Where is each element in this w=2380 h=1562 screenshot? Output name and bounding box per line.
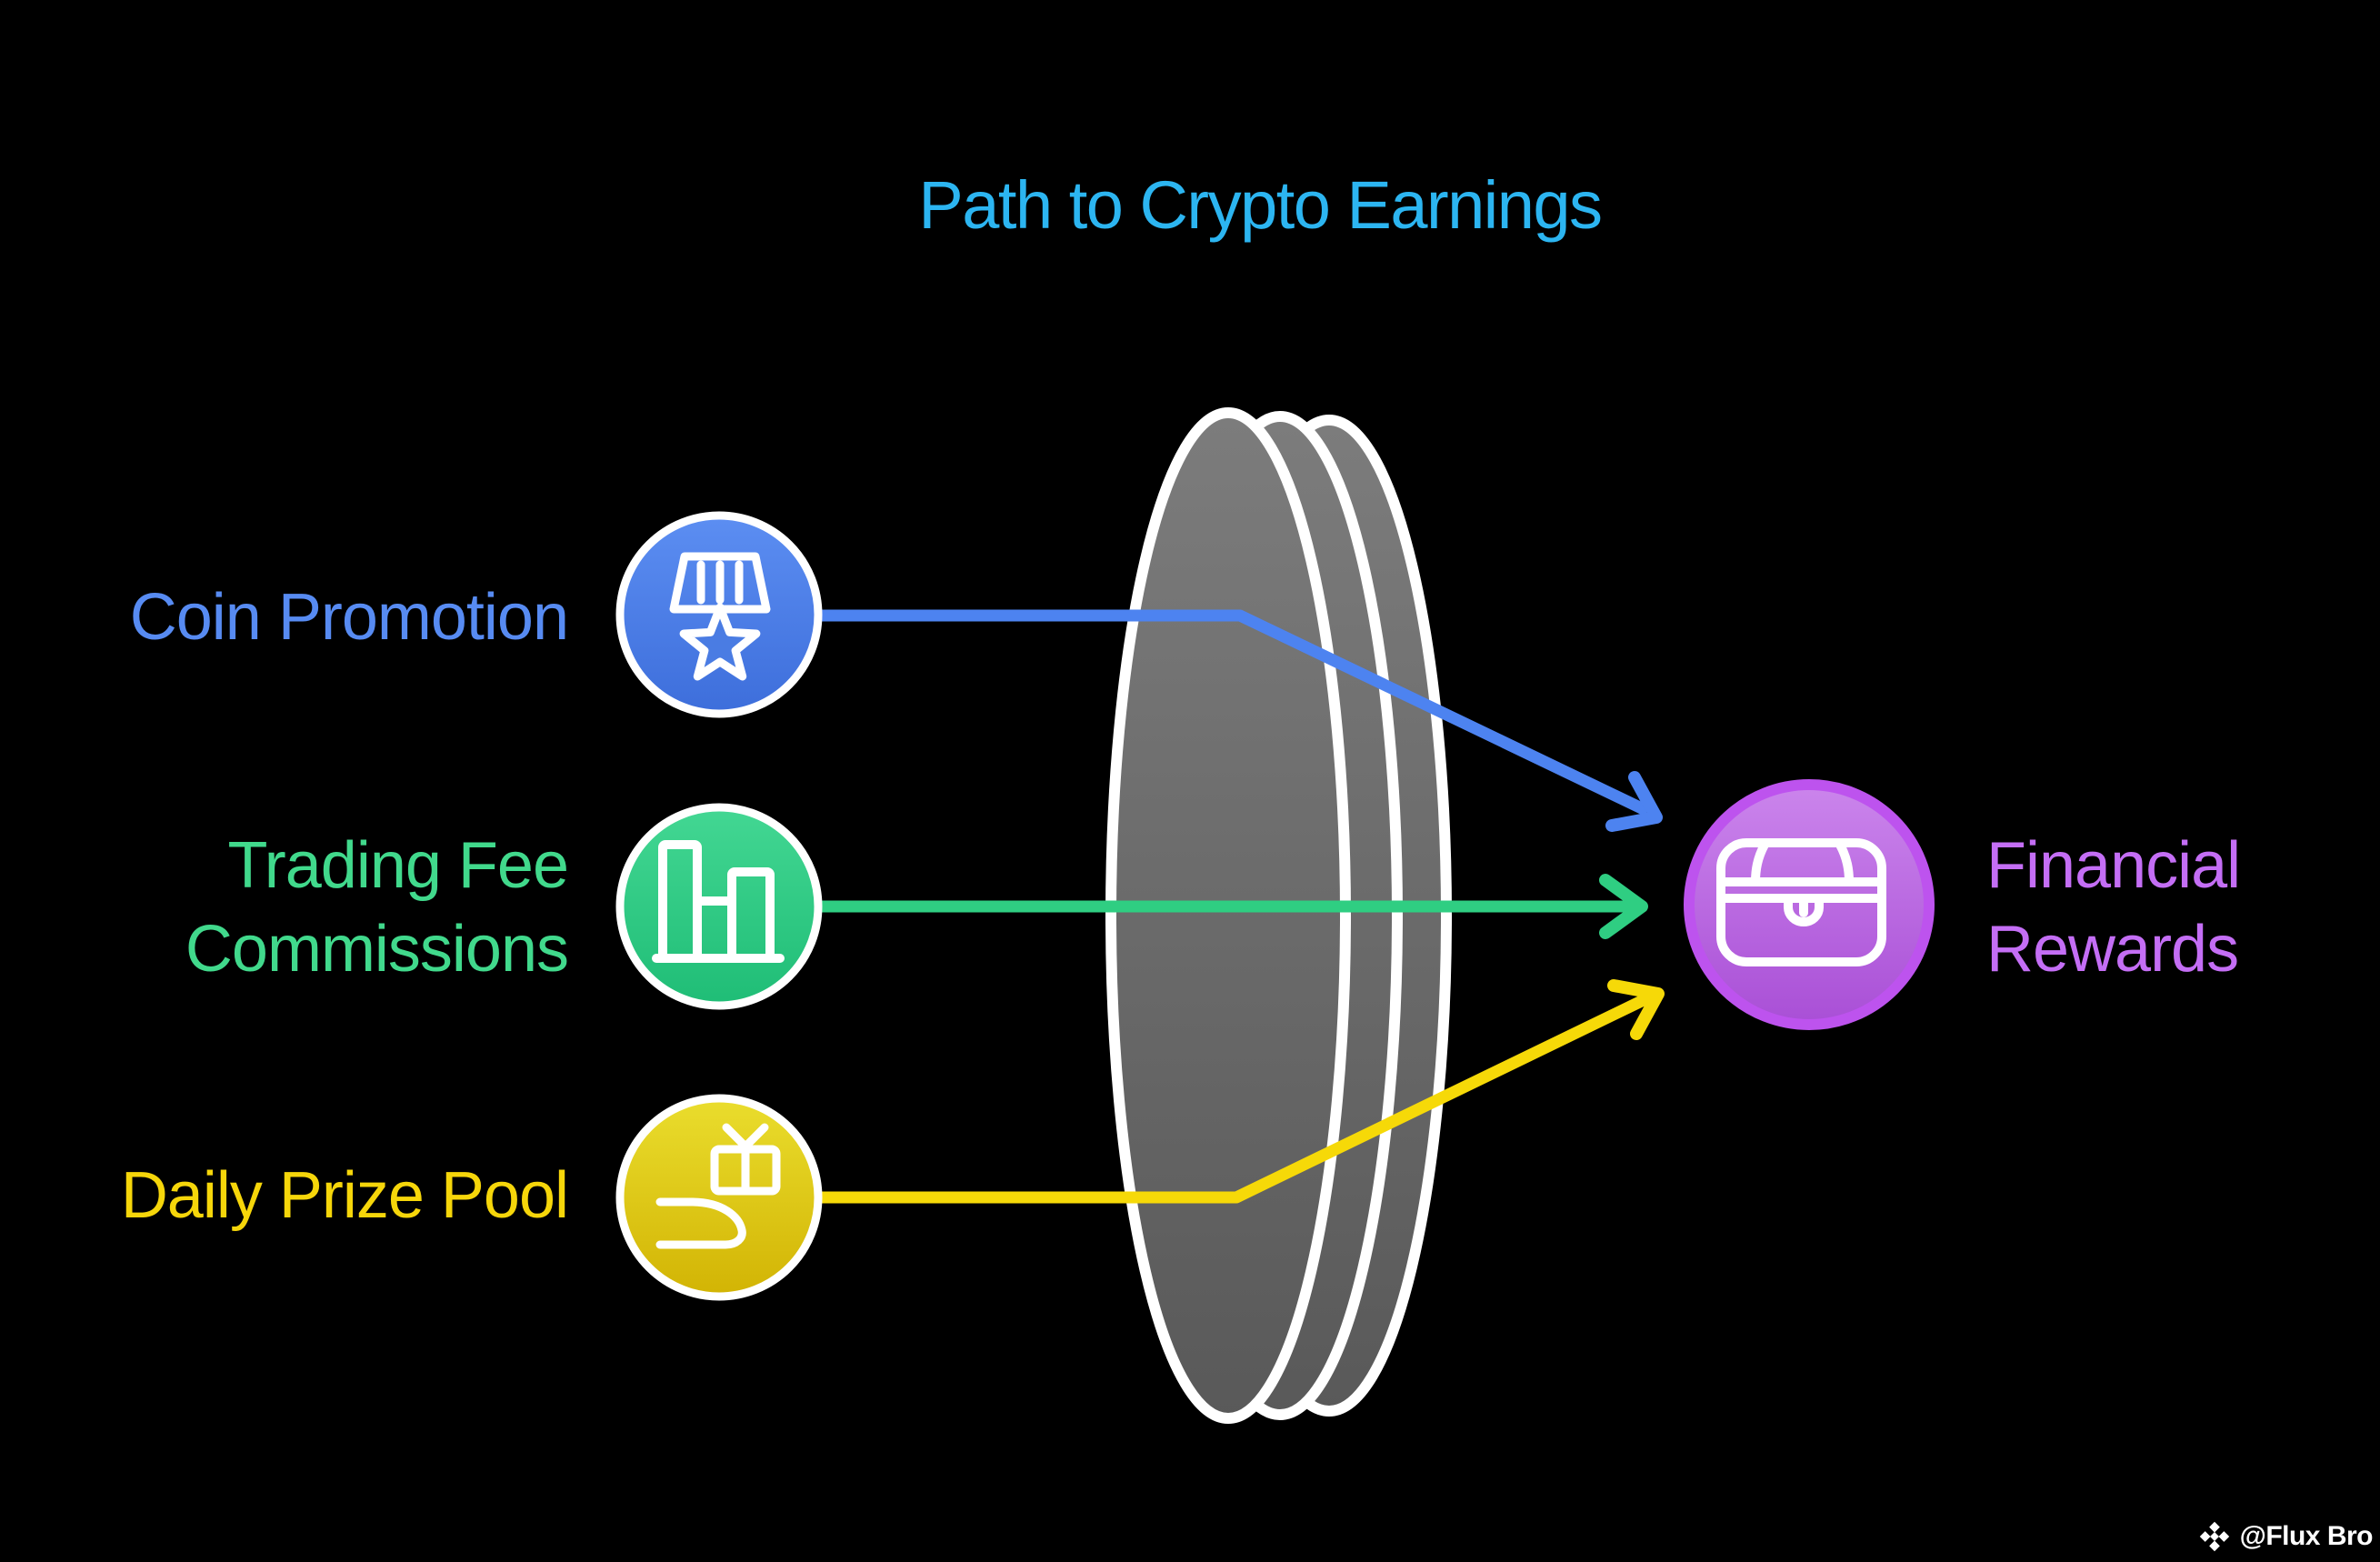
- node-daily-prize: [615, 1094, 823, 1301]
- connector-coin-promotion: [820, 609, 1663, 832]
- connector-trading-fee: [820, 874, 1648, 939]
- arrowhead-yellow: [1607, 979, 1665, 1040]
- treasure-chest-icon: [1716, 838, 1886, 966]
- label-line: Daily Prize Pool: [120, 1159, 569, 1232]
- label-line: Trading Fee: [227, 829, 569, 902]
- label-daily-prize-pool: Daily Prize Pool: [120, 1154, 569, 1237]
- bar-chart-icon: [652, 840, 785, 963]
- watermark-handle: @Flux Bro: [2239, 1521, 2374, 1551]
- medal-star-icon: [669, 552, 771, 681]
- label-coin-promotion: Coin Promotion: [129, 576, 569, 659]
- node-coin-promotion: [615, 511, 823, 718]
- arrowhead-blue: [1605, 771, 1663, 832]
- connector-daily-prize: [820, 979, 1665, 1204]
- lens-disc: [1105, 407, 1452, 1424]
- label-line: Rewards: [1986, 913, 2239, 986]
- node-financial-rewards: [1684, 779, 1935, 1030]
- watermark: @Flux Bro: [2198, 1520, 2374, 1553]
- label-line: Financial: [1986, 829, 2241, 902]
- label-line: Commissions: [185, 913, 569, 986]
- gift-in-hand-icon: [655, 1123, 781, 1249]
- node-trading-fee: [615, 803, 823, 1010]
- binance-logo-icon: [2199, 1521, 2229, 1552]
- page-title: Path to Crypto Earnings: [918, 167, 1603, 243]
- label-line: Coin Promotion: [129, 581, 569, 654]
- arrowhead-green: [1599, 874, 1648, 939]
